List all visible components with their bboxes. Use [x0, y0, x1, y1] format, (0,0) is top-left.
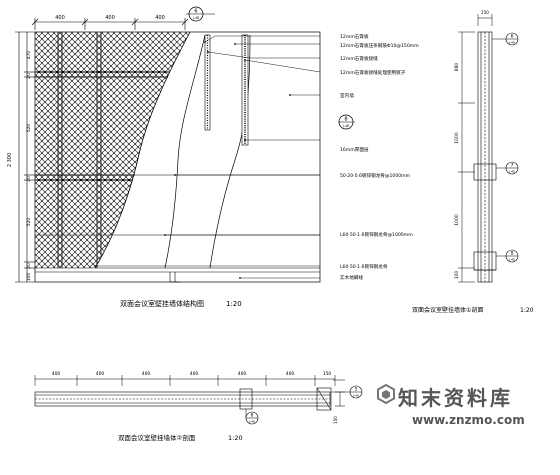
main-elevation: 400 400 400 470 20 520 20 520 20 100 2 3… — [7, 6, 419, 308]
callout-3: 12mm石膏板接缝 — [340, 55, 378, 62]
detail-tag-mid-num: 8 — [344, 117, 347, 123]
left-dim-total: 2 300 — [7, 153, 13, 167]
callout-9: L60·50·1.6镀锌钢龙骨 — [340, 263, 388, 270]
callout-1: 12mm石膏板 — [340, 33, 369, 40]
detail-tag-mid: 8 J-48 — [338, 114, 355, 130]
detail-tag-mid-sheet: J-48 — [342, 124, 349, 128]
section-b-top-dim — [34, 375, 336, 386]
left-dim-4: 20 — [26, 176, 32, 182]
section-b-dim-6: 400 — [286, 371, 295, 377]
section-b-tag-right-sheet: J-48 — [352, 394, 359, 398]
detail-tag-top-sheet: J-48 — [192, 16, 199, 20]
left-dim-1: 470 — [26, 51, 32, 60]
callout-10: 实木地脚线 — [340, 274, 363, 281]
section-b-wall — [34, 387, 332, 411]
left-dimension-chain — [15, 31, 35, 283]
section-b-dim-7: 150 — [323, 371, 332, 377]
callout-8: L60·50·1.6镀锌钢龙骨@1000mm — [340, 231, 413, 238]
watermark-text: 知末资料库 — [398, 386, 513, 410]
main-view-scale: 1:20 — [226, 300, 242, 308]
watermark-url: www.znzmo.com — [412, 413, 525, 427]
callout-leaders — [95, 35, 321, 279]
section-a-wall — [473, 31, 497, 283]
section-b-dim-4: 400 — [190, 371, 199, 377]
section-b: 400 400 400 400 400 400 150 150 — [34, 371, 363, 442]
callout-5: 室内墙 — [340, 92, 354, 99]
section-b-tag-mid-sheet: J-48 — [248, 420, 255, 424]
base-band — [35, 267, 320, 283]
callout-7: 50·20·0.6镀锌钢龙骨@1000mm — [340, 172, 411, 179]
top-dimension-chain — [31, 18, 189, 30]
section-b-dim-2: 400 — [96, 371, 105, 377]
left-dim-5: 520 — [26, 218, 32, 227]
top-dim-2: 400 — [105, 15, 115, 21]
section-a-tag-bot-num: 8 — [511, 251, 514, 257]
section-a-title: 双面会议室壁挂墙体①剖面 — [412, 306, 483, 314]
top-dim-3: 400 — [155, 15, 165, 21]
section-a-tag-bot: 8 J-48 — [496, 249, 519, 263]
detail-tag-top: 6 J-48 — [186, 6, 215, 22]
section-a-top-dim-label: 150 — [481, 10, 489, 15]
watermark: 知末资料库 www.znzmo.com — [376, 380, 556, 440]
callout-4: 12mm石膏板接缝处理使用腻子 — [340, 69, 406, 76]
section-a-top-dim — [477, 14, 493, 26]
section-b-tag-right: 5 J-48 — [331, 385, 363, 399]
section-a-dim-2: 1000 — [454, 132, 460, 144]
section-a-tag-top-num: 6 — [511, 34, 514, 40]
section-a-tag-mid: 7 J-48 — [496, 161, 519, 175]
section-b-dim-5: 400 — [238, 371, 247, 377]
section-b-tag-mid-num: 6 — [251, 413, 254, 419]
section-a-left-dim — [458, 31, 475, 283]
section-a-tag-bot-sheet: J-48 — [508, 258, 515, 262]
vertical-stud-1 — [204, 34, 211, 131]
section-b-tag-right-num: 5 — [355, 387, 358, 393]
section-a-tag-top: 6 J-48 — [492, 32, 519, 46]
stud-curve-1 — [164, 34, 206, 269]
callout-2: 12mm石膏板压条钢筋Φ10@150mm — [340, 42, 419, 49]
section-b-tag-mid: 6 J-48 — [245, 409, 259, 425]
top-dim-1: 400 — [55, 15, 65, 21]
left-dim-2: 20 — [26, 73, 32, 79]
left-dim-3: 520 — [26, 124, 32, 133]
section-b-title: 双面会议室壁挂墙体②剖面 — [118, 433, 196, 442]
main-view-title: 双面会议室壁挂墙体结构图 — [120, 299, 204, 308]
vertical-stud-2 — [241, 34, 249, 146]
section-a-dim-1: 880 — [454, 63, 460, 72]
section-a-scale: 1:20 — [520, 307, 534, 314]
section-a-tag-mid-num: 7 — [511, 163, 514, 169]
panel-curve-edge — [94, 31, 191, 269]
section-b-dim-3: 400 — [142, 371, 151, 377]
stud-curve-2 — [209, 34, 251, 269]
section-a-dim-4: 100 — [454, 271, 460, 280]
watermark-logo-icon — [377, 384, 395, 404]
section-a: 150 880 1000 1000 100 6 — [412, 10, 534, 314]
section-a-dim-3: 1000 — [454, 214, 460, 226]
left-dim-7: 100 — [26, 273, 32, 282]
leader-dots — [94, 41, 291, 279]
left-dim-6: 20 — [26, 263, 32, 269]
section-a-tag-mid-sheet: J-48 — [508, 170, 515, 174]
detail-tag-top-num: 6 — [194, 9, 197, 15]
callout-6: 16mm厚面层 — [340, 147, 369, 153]
section-b-right-dim-label: 150 — [333, 416, 338, 424]
section-b-scale: 1:20 — [228, 434, 243, 442]
section-b-dim-1: 400 — [52, 371, 61, 377]
section-a-tag-top-sheet: J-48 — [508, 41, 515, 45]
